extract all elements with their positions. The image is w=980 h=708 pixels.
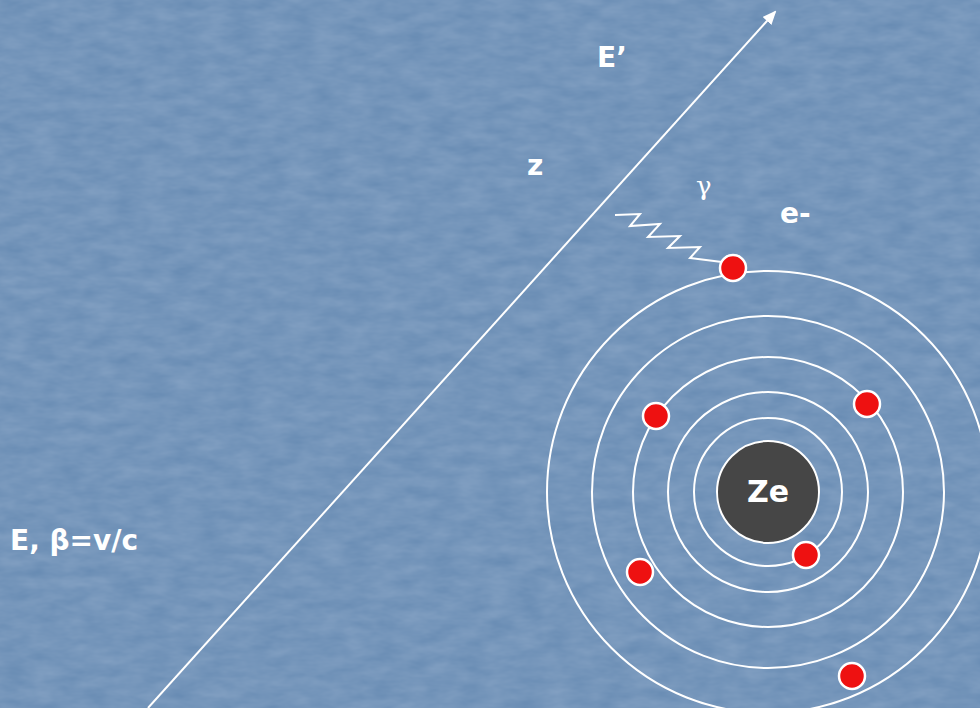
photon-label: γ <box>696 173 712 199</box>
electron-label: e- <box>780 200 811 228</box>
photon-wave <box>615 214 722 262</box>
axis-label: z <box>527 152 543 180</box>
electrons <box>627 255 880 689</box>
electron-orbits <box>547 271 980 708</box>
energy-out-label: E’ <box>597 44 627 72</box>
nucleus-charge: Ze <box>747 477 789 507</box>
energy-in-label: E, β=v/c <box>10 527 138 555</box>
particle-track <box>148 12 775 708</box>
nucleus: Ze <box>716 440 820 544</box>
